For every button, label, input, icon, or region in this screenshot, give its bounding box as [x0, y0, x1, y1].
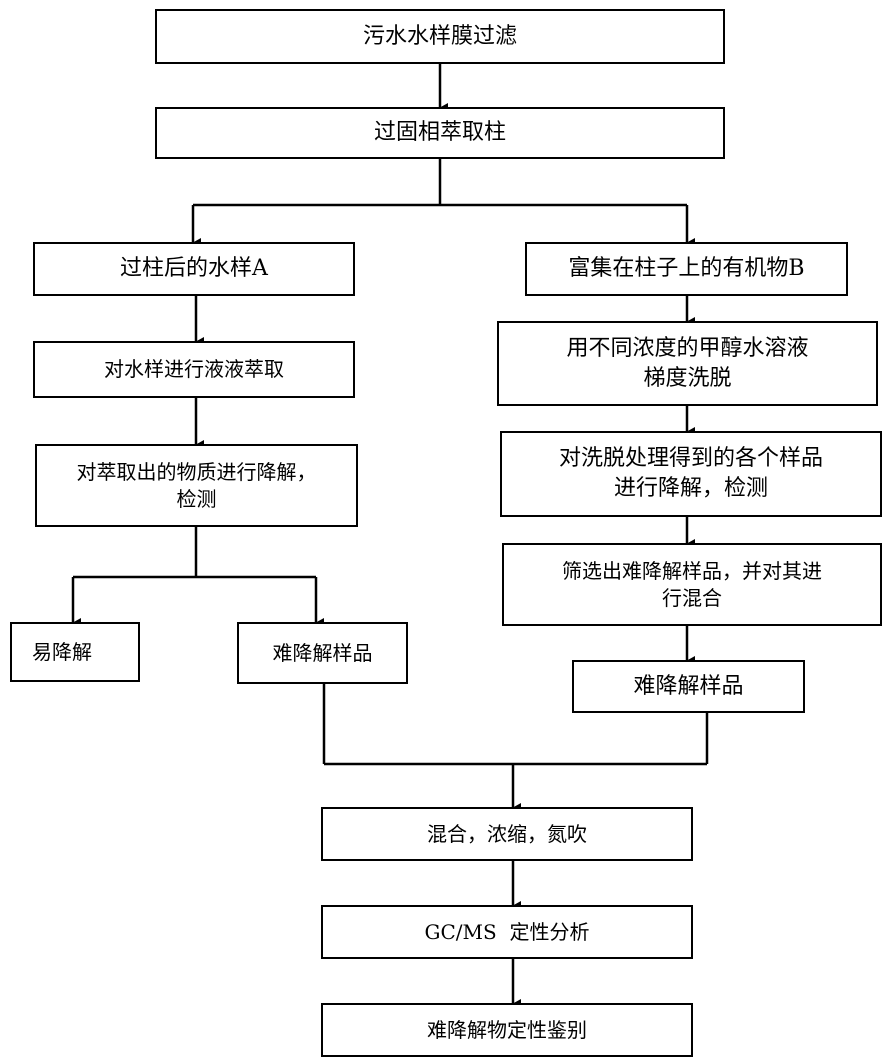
- node-label: 过柱后的水样A: [120, 256, 268, 282]
- node-hard-sample-right: 难降解样品: [572, 660, 805, 713]
- node-spe-column: 过固相萃取柱: [155, 107, 725, 159]
- node-label: 混合，浓缩，氮吹: [427, 821, 587, 846]
- node-gcms-analysis: GC/MS 定性分析: [321, 905, 693, 959]
- node-label: 难降解物定性鉴别: [427, 1017, 587, 1042]
- node-methanol-elution: 用不同浓度的甲醇水溶液 梯度洗脱: [497, 321, 878, 406]
- node-label: 对萃取出的物质进行降解， 检测: [76, 459, 317, 511]
- node-identification: 难降解物定性鉴别: [321, 1003, 693, 1057]
- node-mix-concentrate: 混合，浓缩，氮吹: [321, 807, 693, 861]
- node-water-sample-a: 过柱后的水样A: [33, 242, 355, 296]
- node-degrade-extract: 对萃取出的物质进行降解， 检测: [35, 444, 358, 527]
- node-label: 对洗脱处理得到的各个样品 进行降解，检测: [558, 446, 823, 501]
- node-label: 易降解: [32, 639, 92, 664]
- node-liquid-liquid-extraction: 对水样进行液液萃取: [33, 341, 355, 398]
- node-organics-b: 富集在柱子上的有机物B: [525, 242, 848, 296]
- node-label: 污水水样膜过滤: [362, 23, 517, 49]
- node-label: 对水样进行液液萃取: [104, 357, 284, 381]
- node-label: 富集在柱子上的有机物B: [568, 256, 805, 282]
- node-label: GC/MS 定性分析: [424, 919, 590, 944]
- node-label: 难降解样品: [633, 673, 744, 699]
- node-label: 难降解样品: [272, 640, 373, 665]
- node-label: 过固相萃取柱: [373, 120, 506, 146]
- node-screen-and-mix: 筛选出难降解样品，并对其进 行混合: [502, 543, 882, 626]
- node-degrade-eluate: 对洗脱处理得到的各个样品 进行降解，检测: [500, 431, 882, 517]
- node-label: 筛选出难降解样品，并对其进 行混合: [562, 558, 822, 610]
- node-label: 用不同浓度的甲醇水溶液 梯度洗脱: [566, 335, 809, 391]
- node-hard-sample-left: 难降解样品: [237, 622, 408, 684]
- node-easy-degrade: 易降解: [10, 622, 140, 682]
- node-membrane-filtration: 污水水样膜过滤: [155, 9, 725, 64]
